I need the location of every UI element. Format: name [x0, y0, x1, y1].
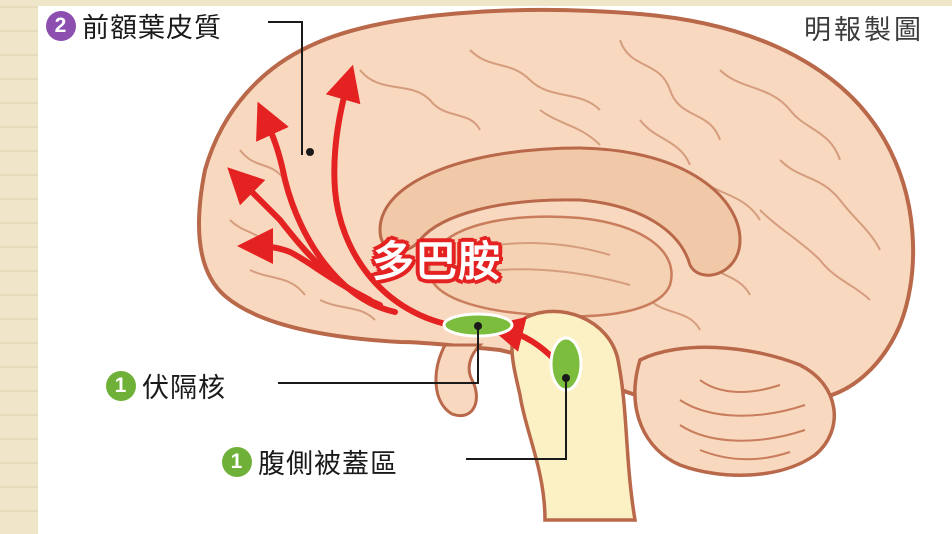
credit-text: 明報製圖 — [804, 8, 924, 47]
label-vta: 1 腹側被蓋區 — [222, 442, 398, 481]
dopamine-label: 多巴胺 — [372, 228, 501, 289]
nucleus-accumbens-text: 伏隔核 — [142, 366, 226, 405]
label-prefrontal-cortex: 2 前額葉皮質 — [46, 6, 222, 45]
step-2-badge: 2 — [46, 11, 76, 41]
label-nucleus-accumbens: 1 伏隔核 — [106, 366, 226, 405]
vta-text: 腹側被蓋區 — [258, 442, 398, 481]
pituitary — [436, 345, 480, 416]
cerebellum — [635, 347, 834, 475]
prefrontal-cortex-text: 前額葉皮質 — [82, 6, 222, 45]
step-1-badge: 1 — [222, 447, 252, 477]
step-1-badge: 1 — [106, 371, 136, 401]
